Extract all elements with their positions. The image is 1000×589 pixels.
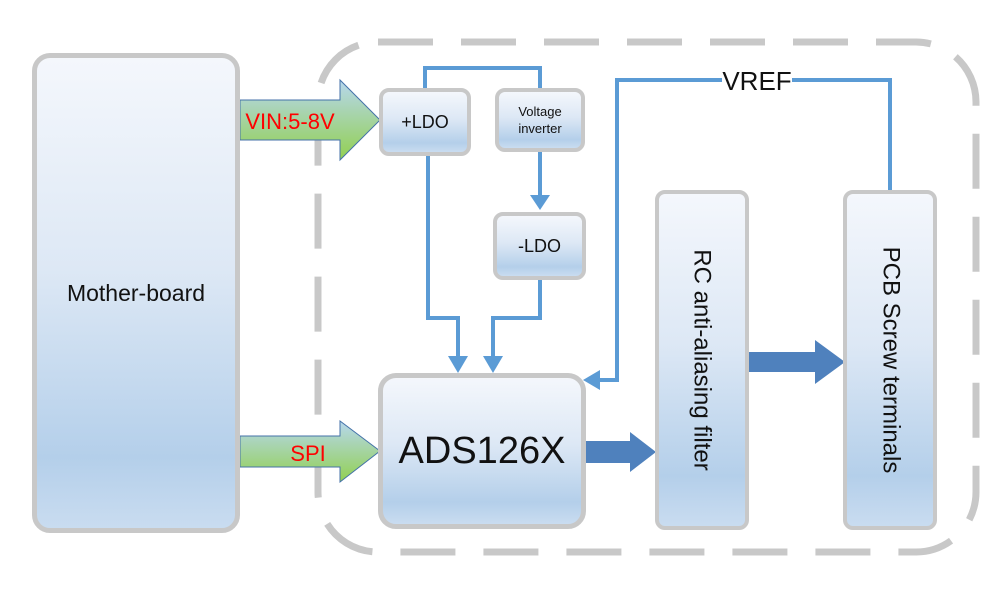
terminals-label: PCB Screw terminals bbox=[877, 246, 905, 474]
filter-block: RC anti-aliasing filter bbox=[655, 190, 749, 530]
wire-ldo-inverter bbox=[423, 66, 542, 88]
terminals-block: PCB Screw terminals bbox=[843, 190, 937, 530]
motherboard-label: Mother-board bbox=[66, 279, 206, 306]
vref-label: VREF bbox=[722, 66, 791, 96]
pos-ldo-label: +LDO bbox=[401, 111, 449, 132]
wire-vref-terminals bbox=[792, 78, 892, 190]
filter-to-terminals-arrow bbox=[748, 340, 845, 384]
adc-block: ADS126X bbox=[378, 373, 586, 529]
filter-label: RC anti-aliasing filter bbox=[689, 249, 717, 471]
arrowhead-negldo bbox=[530, 195, 550, 210]
arrowhead-adc-vref bbox=[583, 370, 600, 390]
wire-posldo-adc bbox=[426, 155, 460, 358]
module-boundary bbox=[314, 38, 980, 556]
arrowhead-adc-pos bbox=[448, 356, 468, 373]
inverter-label-line2: inverter bbox=[518, 121, 562, 136]
vin-arrow bbox=[239, 78, 381, 162]
adc-label: ADS126X bbox=[398, 429, 566, 472]
wire-vref-adc bbox=[598, 78, 722, 382]
neg-ldo-block: -LDO bbox=[493, 212, 586, 280]
vin-label: VIN:5-8V bbox=[245, 109, 335, 134]
voltage-inverter-block: Voltage inverter bbox=[495, 88, 585, 152]
arrowhead-adc-neg bbox=[483, 356, 503, 373]
pos-ldo-block: +LDO bbox=[379, 88, 471, 156]
motherboard-block: Mother-board bbox=[32, 53, 240, 533]
inverter-label-line1: Voltage bbox=[518, 104, 562, 119]
adc-to-filter-arrow bbox=[585, 432, 656, 472]
wire-negldo-adc bbox=[491, 278, 542, 358]
spi-arrow bbox=[239, 420, 381, 484]
spi-label: SPI bbox=[290, 441, 325, 466]
neg-ldo-label: -LDO bbox=[517, 235, 561, 256]
